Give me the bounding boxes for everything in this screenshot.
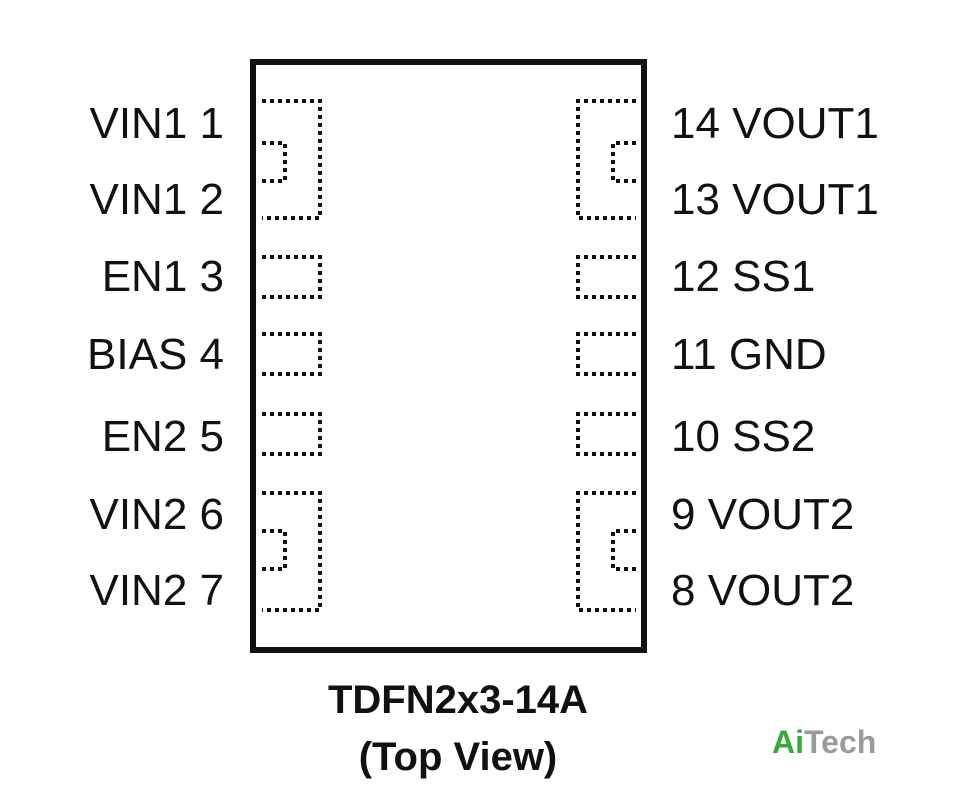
pin-label-7: VIN2 7 xyxy=(89,566,224,615)
pin-label-9: 9 VOUT2 xyxy=(671,490,854,539)
package-body xyxy=(250,59,647,653)
pad-bias xyxy=(262,332,322,376)
package-name: TDFN2x3-14A xyxy=(328,678,588,722)
pin-label-8: 8 VOUT2 xyxy=(671,566,854,615)
pad-vin2-inner xyxy=(262,529,287,571)
pin-label-10: 10 SS2 xyxy=(671,412,815,461)
left-pads xyxy=(262,99,322,612)
package-view: (Top View) xyxy=(359,735,558,779)
pad-en1 xyxy=(262,255,322,299)
pad-vout2-inner xyxy=(611,529,636,571)
pad-vin1 xyxy=(262,99,322,220)
pad-vout2 xyxy=(576,491,636,612)
pin-label-14: 14 VOUT1 xyxy=(671,99,879,148)
pin-label-2: VIN1 2 xyxy=(89,175,224,224)
pad-vin1-inner xyxy=(262,141,287,183)
pin-label-12: 12 SS1 xyxy=(671,252,815,301)
left-pin-labels: VIN1 1 VIN1 2 EN1 3 BIAS 4 EN2 5 VIN2 6 … xyxy=(87,99,224,615)
pad-vin2 xyxy=(262,491,322,612)
pad-vout1 xyxy=(576,99,636,220)
logo-part-tech: Tech xyxy=(804,724,876,760)
pin-label-13: 13 VOUT1 xyxy=(671,175,879,224)
logo-part-ai: Ai xyxy=(772,724,804,760)
pin-label-11: 11 GND xyxy=(671,330,827,379)
pin-label-3: EN1 3 xyxy=(102,252,224,301)
pin-label-5: EN2 5 xyxy=(102,412,224,461)
pad-vout1-inner xyxy=(611,141,636,183)
right-pads xyxy=(576,99,636,612)
pin-label-1: VIN1 1 xyxy=(89,99,224,148)
pad-ss1 xyxy=(576,255,636,299)
pad-gnd xyxy=(576,332,636,376)
pin-label-6: VIN2 6 xyxy=(89,490,224,539)
pad-ss2 xyxy=(576,412,636,456)
right-pin-labels: 14 VOUT1 13 VOUT1 12 SS1 11 GND 10 SS2 9… xyxy=(671,99,879,615)
pin-label-4: BIAS 4 xyxy=(87,330,224,379)
pad-en2 xyxy=(262,412,322,456)
aitech-logo: AiTech xyxy=(772,724,876,760)
